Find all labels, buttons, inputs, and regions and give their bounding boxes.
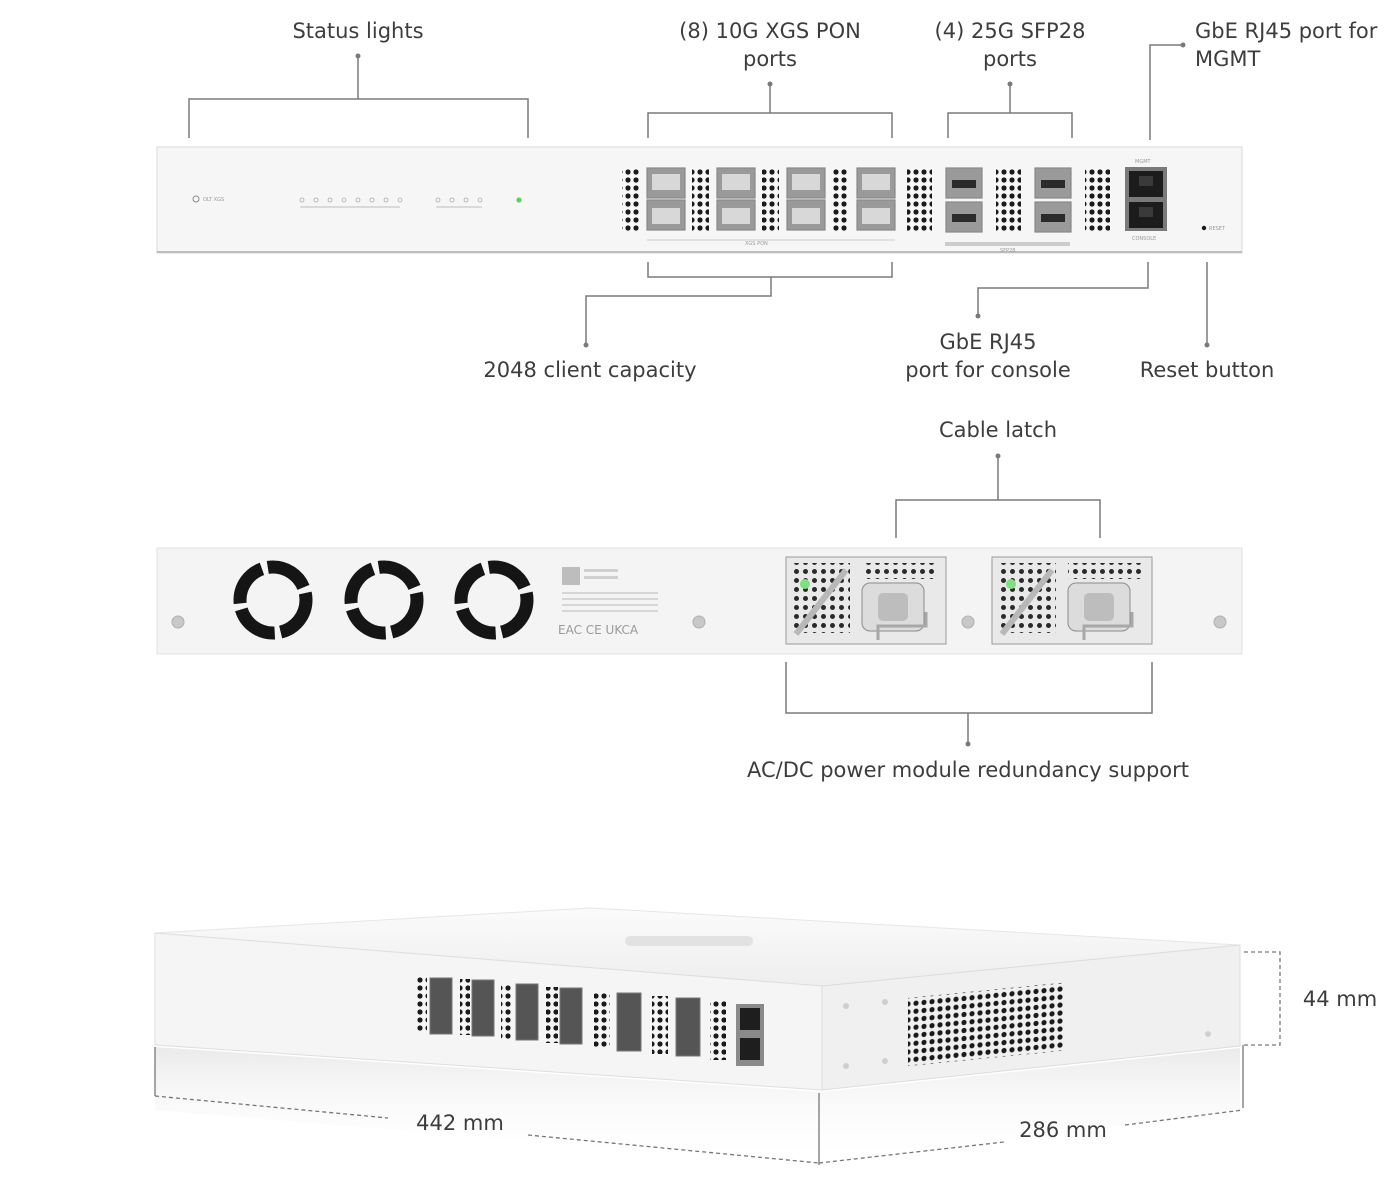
front-panel: OLT XGS [156,146,1243,254]
rear-panel: EAC CE UKCA [156,547,1243,655]
power-redundancy-label: AC/DC power module redundancy support [746,758,1190,782]
vent-grille [692,168,709,232]
sfp-port-cages: SFP28 [945,167,1072,254]
vent-grille [996,168,1021,232]
reset-caption: RESET [1209,226,1226,232]
reset-button-label: Reset button [1139,358,1275,382]
console-port-label: GbE RJ45 port for console [888,328,1088,384]
power-module [991,556,1153,645]
status-lights-label: Status lights [292,19,424,43]
front-callout-lines [188,44,1208,345]
sfp-ports-label-line2: ports [983,47,1037,71]
mgmt-caption: MGMT [1135,159,1152,165]
height-dimension-label: 44 mm [1302,987,1378,1011]
sfp-ports-label-line1: (4) 25G SFP28 [934,19,1086,43]
status-led-icon [516,197,522,203]
vent-grille [622,168,639,232]
pon-ports-label: (8) 10G XGS PON ports [655,17,885,73]
depth-dimension-label: 286 mm [1019,1118,1107,1142]
sfp-ports-label: (4) 25G SFP28 ports [915,17,1105,73]
vent-grille [907,168,932,232]
pon-port-cages: XGS PON [646,167,896,247]
status-led-group [299,197,483,208]
pon-ports-label-line1: (8) 10G XGS PON [679,19,861,43]
mgmt-port-label-line1: GbE RJ45 port for [1195,19,1378,43]
sfp-caption: SFP28 [1000,248,1015,254]
width-dimension-label: 442 mm [416,1111,504,1135]
pon-ports-label-line2: ports [743,47,797,71]
product-label: EAC CE UKCA [558,567,658,637]
mgmt-port-label-line2: MGMT [1195,47,1261,71]
cable-latch-label: Cable latch [938,418,1058,442]
pon-caption: XGS PON [745,241,768,247]
rear-callout-lines [785,456,1153,744]
perspective-view [154,907,1241,1165]
device-label: OLT XGS [203,197,224,203]
power-module [785,556,947,645]
reset-button-icon [1201,225,1207,231]
vent-grille [832,168,849,232]
console-caption: CONSOLE [1132,236,1156,242]
cert-marks: EAC CE UKCA [558,623,639,637]
console-port-label-line1: GbE RJ45 [939,330,1037,354]
console-port-label-line2: port for console [905,358,1071,382]
vent-grille [1085,168,1110,232]
dimension-lines [154,951,1281,1165]
fan-icon [233,560,534,640]
vent-grille [762,168,779,232]
logo-icon [192,195,200,203]
mgmt-port-label: GbE RJ45 port for MGMT [1195,17,1395,73]
rj45-ports: MGMT CONSOLE [1125,159,1167,242]
client-capacity-label: 2048 client capacity [483,358,697,382]
